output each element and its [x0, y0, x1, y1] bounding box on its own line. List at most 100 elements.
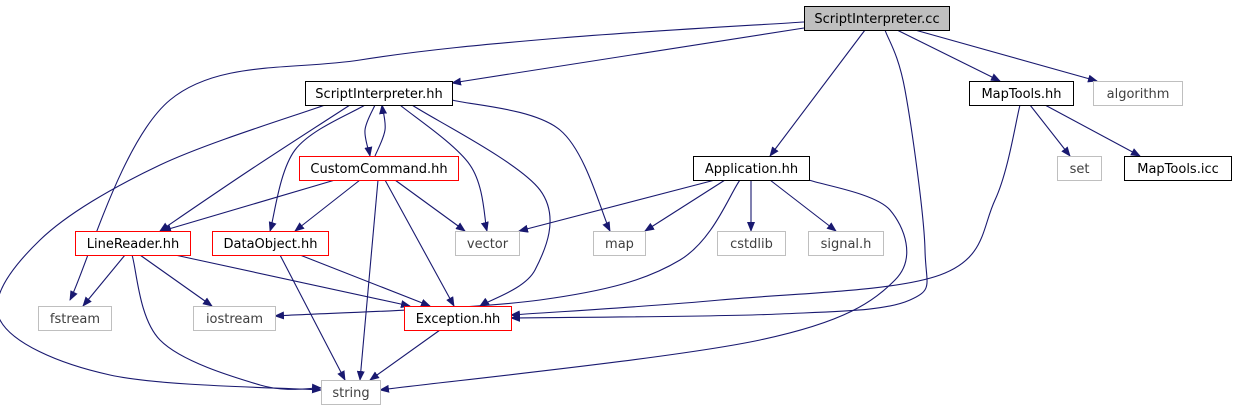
node-maptools-icc[interactable]: MapTools.icc [1124, 156, 1232, 181]
edge-line [769, 29, 866, 157]
node-label: cstdlib [730, 237, 773, 252]
edge-maptools-hh-to-exception-hh [510, 104, 1021, 319]
edge-line [1044, 104, 1141, 157]
node-cstdlib: cstdlib [717, 231, 786, 256]
node-box [969, 81, 1074, 106]
edge-line [644, 179, 726, 232]
edge-customcommand-hh-to-string [356, 179, 379, 381]
node-exception-hh[interactable]: Exception.hh [404, 306, 512, 331]
edge-application-hh-to-vector [518, 179, 716, 233]
node-linereader-hh[interactable]: LineReader.hh [75, 231, 191, 256]
node-label: iostream [206, 312, 263, 327]
node-dataobject-hh[interactable]: DataObject.hh [212, 231, 329, 256]
node-label: string [332, 386, 369, 401]
node-scriptinterpreter-cc[interactable]: ScriptInterpreter.cc [804, 6, 950, 31]
node-label: ScriptInterpreter.hh [315, 87, 442, 102]
edge-line [411, 104, 551, 307]
edge-line [394, 179, 466, 232]
edge-maptools-hh-to-maptools-icc [1044, 104, 1141, 157]
edge-scriptinterpreter-cc-to-exception-hh [510, 29, 928, 322]
node-box [717, 231, 786, 256]
edge-customcommand-hh-to-vector [394, 179, 466, 232]
node-application-hh[interactable]: Application.hh [693, 156, 810, 181]
edge-line [374, 104, 388, 157]
edge-line [364, 104, 376, 157]
edge-scriptinterpreter-hh-to-string [0, 104, 326, 394]
node-box [808, 231, 884, 256]
node-box [1093, 81, 1183, 106]
nodes-layer: ScriptInterpreter.ccScriptInterpreter.hh… [38, 6, 1232, 405]
edge-line [159, 104, 351, 232]
edge-line [1029, 104, 1071, 157]
node-label: algorithm [1107, 87, 1170, 102]
edge-scriptinterpreter-hh-to-linereader-hh [159, 104, 351, 232]
edge-scriptinterpreter-hh-to-map [451, 99, 611, 232]
edge-scriptinterpreter-cc-to-maptools-hh [896, 29, 1001, 82]
edge-line [914, 29, 1098, 83]
edge-customcommand-hh-to-dataobject-hh [294, 179, 361, 232]
edge-line [69, 21, 805, 301]
edge-line [399, 104, 489, 232]
edge-scriptinterpreter-hh-to-customcommand-hh [364, 104, 376, 157]
edge-line [139, 254, 213, 307]
edge-dataobject-hh-to-exception-hh [299, 254, 431, 307]
node-box [321, 380, 381, 405]
edge-application-hh-to-iostream [274, 179, 741, 320]
edge-line [379, 179, 908, 393]
node-label: map [605, 237, 634, 252]
edge-scriptinterpreter-hh-to-exception-hh [411, 104, 551, 307]
edge-linereader-hh-to-iostream [139, 254, 213, 307]
edge-line [356, 179, 379, 381]
edge-maptools-hh-to-set [1029, 104, 1071, 157]
node-label: CustomCommand.hh [310, 162, 447, 177]
edge-scriptinterpreter-hh-to-vector [399, 104, 489, 232]
node-box [305, 81, 453, 106]
node-box [193, 306, 276, 331]
edge-scriptinterpreter-hh-to-dataobject-hh [268, 104, 366, 232]
node-signal-h: signal.h [808, 231, 884, 256]
node-label: set [1070, 162, 1090, 177]
edge-line [0, 104, 326, 394]
node-label: DataObject.hh [224, 237, 318, 252]
node-string: string [321, 380, 381, 405]
node-customcommand-hh[interactable]: CustomCommand.hh [299, 156, 459, 181]
node-label: LineReader.hh [87, 237, 180, 252]
node-label: MapTools.hh [981, 87, 1061, 102]
node-label: Exception.hh [416, 312, 501, 327]
edge-line [161, 179, 336, 233]
node-vector: vector [455, 231, 520, 256]
edge-line [274, 179, 741, 320]
node-box [299, 156, 459, 181]
node-box [804, 6, 950, 31]
edge-line [82, 254, 126, 307]
edge-scriptinterpreter-cc-to-fstream [69, 21, 805, 301]
node-label: MapTools.icc [1137, 162, 1219, 177]
edge-linereader-hh-to-exception-hh [174, 254, 411, 309]
node-label: signal.h [821, 237, 872, 252]
edge-line [896, 29, 1001, 82]
edge-line [279, 254, 346, 381]
edge-customcommand-hh-to-exception-hh [384, 179, 455, 307]
edge-line [294, 179, 361, 232]
edge-line [451, 27, 805, 86]
node-scriptinterpreter-hh[interactable]: ScriptInterpreter.hh [305, 81, 453, 106]
edge-line [369, 329, 441, 381]
edge-dataobject-hh-to-string [279, 254, 346, 381]
node-maptools-hh[interactable]: MapTools.hh [969, 81, 1074, 106]
edge-linereader-hh-to-string [131, 254, 322, 392]
edge-line [518, 179, 716, 233]
node-label: Application.hh [705, 162, 798, 177]
edge-customcommand-hh-to-linereader-hh [161, 179, 336, 233]
edge-scriptinterpreter-cc-to-algorithm [914, 29, 1098, 83]
node-box [38, 306, 112, 331]
node-label: fstream [50, 312, 100, 327]
edge-line [451, 99, 611, 232]
edges-layer [0, 21, 1141, 394]
node-box [693, 156, 810, 181]
node-box [1124, 156, 1232, 181]
edge-exception-hh-to-string [369, 329, 441, 381]
node-set: set [1057, 156, 1102, 181]
node-box [212, 231, 329, 256]
edge-line [268, 104, 366, 232]
